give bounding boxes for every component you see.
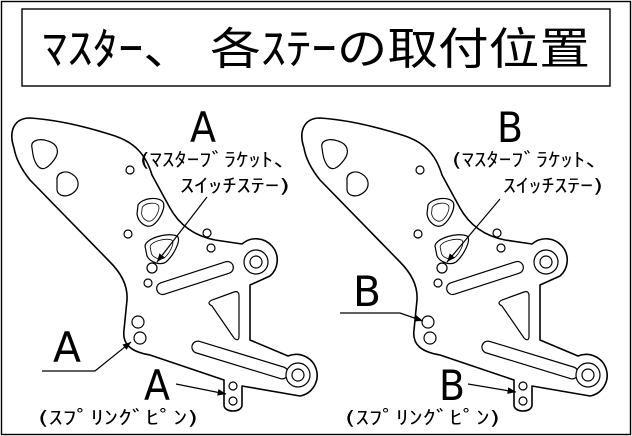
small-hole — [202, 228, 212, 238]
lightening-hole — [31, 139, 58, 170]
spring-pin-position-letter: B — [439, 361, 465, 410]
master-bracket-note-line1: (ﾏｽﾀｰﾌﾞﾗｹｯﾄ、 — [140, 149, 298, 171]
spring-pin-position-letter: A — [144, 361, 170, 410]
triangular-cutout — [208, 291, 240, 341]
upper-pivot-hole — [249, 255, 263, 269]
right-labels: B (ﾏｽﾀｰﾌﾞﾗｹｯﾄ、 ｽｲｯﾁｽﾃｰ) B B (ｽﾌﾟﾘﾝｸﾞﾋﾟﾝ) — [340, 103, 610, 429]
master-bracket-leader — [446, 198, 501, 263]
small-hole — [123, 229, 133, 239]
left-labels: A (ﾏｽﾀｰﾌﾞﾗｹｯﾄ、 ｽｲｯﾁｽﾃｰ) A A (ｽﾌﾟﾘﾝｸﾞﾋﾟﾝ) — [38, 103, 298, 429]
lightening-hole-chamfer — [149, 238, 174, 260]
spring-pin-hole — [228, 396, 238, 406]
small-hole — [206, 243, 216, 253]
middle-position-letter: A — [53, 323, 81, 372]
page-title: ﾏｽﾀｰ、 各ｽﾃｰの取付位置 — [42, 24, 590, 75]
spring-pin-note: (ｽﾌﾟﾘﾝｸﾞﾋﾟﾝ) — [38, 407, 198, 429]
master-bracket-hole — [143, 278, 153, 288]
middle-position-leader — [340, 312, 424, 322]
left-bracket-drawing — [11, 117, 318, 412]
master-bracket-note-line2: ｽｲｯﾁｽﾃｰ) — [503, 175, 603, 197]
spring-pin-note: (ｽﾌﾟﾘﾝｸﾞﾋﾟﾝ) — [345, 407, 500, 429]
middle-mount-hole — [133, 331, 147, 345]
middle-position-leader — [42, 341, 132, 372]
lightening-hole — [56, 171, 79, 197]
master-bracket-position-letter: B — [497, 103, 523, 152]
master-bracket-hole — [146, 262, 158, 274]
master-bracket-position-letter: A — [190, 103, 216, 152]
middle-position-letter: B — [353, 267, 381, 316]
master-bracket-note-line2: ｽｲｯﾁｽﾃｰ) — [180, 175, 290, 197]
master-bracket-leader — [156, 196, 208, 263]
middle-mount-hole — [131, 315, 145, 329]
spring-pin-leader — [175, 383, 227, 396]
small-hole — [125, 165, 135, 175]
footrest-bracket-outline — [11, 117, 318, 412]
spring-pin-leader — [467, 383, 517, 394]
master-bracket-note-line1: (ﾏｽﾀｰﾌﾞﾗｹｯﾄ、 — [452, 149, 610, 171]
upper-slot — [156, 260, 234, 296]
spring-pin-hole — [228, 381, 238, 391]
lower-pivot-hole — [291, 368, 305, 382]
title-box — [21, 8, 611, 87]
lightening-hole-chamfer — [141, 202, 160, 222]
